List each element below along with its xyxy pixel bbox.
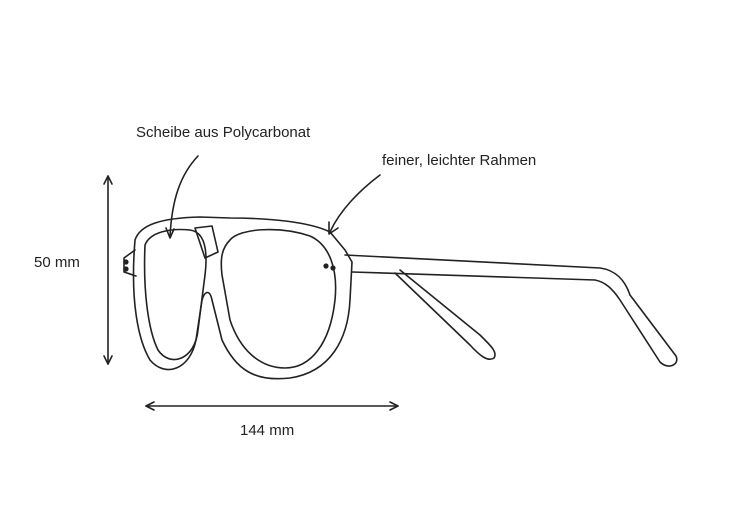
width-label: 144 mm: [240, 422, 295, 439]
frame-label: feiner, leichter Rahmen: [382, 152, 537, 169]
height-arrow: [103, 175, 113, 365]
glasses-outline: [123, 216, 678, 380]
frame-pointer-arrow: [328, 174, 381, 235]
lens-pointer-arrow: [165, 155, 199, 239]
width-arrow: [145, 401, 399, 411]
lens-label: Scheibe aus Polycarbonat: [136, 124, 311, 141]
height-label: 50 mm: [34, 254, 80, 271]
